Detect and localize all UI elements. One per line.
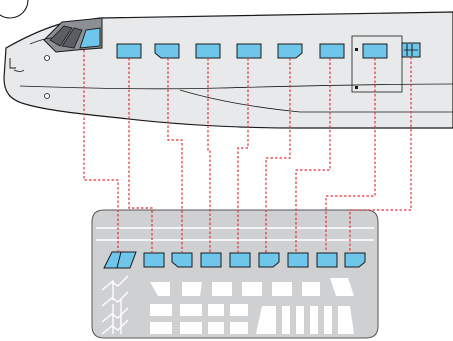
connector-line-7 bbox=[295, 58, 331, 253]
door-handle-top bbox=[355, 48, 358, 51]
connector-line-3 bbox=[167, 58, 183, 253]
fuselage-window-6 bbox=[319, 43, 345, 59]
wing-root-line bbox=[179, 89, 453, 113]
port-circle-lower bbox=[44, 93, 50, 99]
stencil-cockpit-divider bbox=[116, 251, 122, 269]
stencil-shapes-row-3 bbox=[150, 306, 354, 334]
stencil-window-8 bbox=[344, 252, 366, 268]
stencil-window-1 bbox=[143, 252, 165, 268]
connector-line-9 bbox=[349, 57, 412, 253]
connector-line-2 bbox=[128, 58, 153, 253]
fuselage-window-3 bbox=[195, 43, 221, 59]
fuselage-window-4 bbox=[236, 43, 262, 59]
connector-line-8 bbox=[325, 58, 376, 253]
cockpit-pane-left bbox=[49, 25, 73, 47]
stencil-windows bbox=[103, 251, 366, 269]
connectors bbox=[83, 50, 412, 253]
connector-line-1 bbox=[83, 50, 119, 252]
fuselage-windows bbox=[116, 43, 388, 59]
fuselage-window-1 bbox=[116, 43, 142, 59]
stencil-plate bbox=[91, 209, 379, 339]
stencil-cockpit-window bbox=[103, 251, 137, 269]
stencil-window-7 bbox=[316, 252, 338, 268]
stencil-plate-outline bbox=[91, 209, 379, 339]
stencil-window-4 bbox=[229, 252, 251, 268]
fuselage-window-5 bbox=[277, 43, 303, 59]
nose-panel-curve bbox=[13, 69, 25, 72]
connector-line-4 bbox=[207, 58, 211, 253]
door-handle-bottom bbox=[355, 86, 358, 89]
door-marking-icon bbox=[401, 42, 421, 58]
fuselage-window-2 bbox=[154, 43, 180, 59]
stencil-shapes-row-1 bbox=[150, 278, 354, 296]
stencil-shapes-row-2 bbox=[150, 304, 248, 316]
cockpit-pane-right bbox=[79, 27, 101, 49]
cargo-door-outline bbox=[351, 35, 403, 93]
fuselage-body bbox=[3, 11, 453, 129]
stencil-window-6 bbox=[287, 252, 309, 268]
cockpit-pane-center bbox=[61, 27, 83, 49]
corner-circle-mark bbox=[0, 0, 29, 19]
fuselage-window-7 bbox=[362, 43, 388, 59]
aircraft-fuselage bbox=[0, 0, 453, 129]
stencil-left-glyphs bbox=[101, 275, 129, 335]
connector-line-5 bbox=[237, 58, 249, 253]
connector-line-6 bbox=[265, 58, 291, 253]
port-circle-upper bbox=[44, 55, 50, 61]
stencil-window-2 bbox=[171, 252, 193, 268]
nose-marking-icon bbox=[9, 58, 16, 69]
fuselage-belly-line bbox=[19, 83, 453, 90]
stencil-window-5 bbox=[258, 252, 280, 268]
stencil-window-3 bbox=[200, 252, 222, 268]
fuselage-upper-line bbox=[29, 37, 53, 45]
